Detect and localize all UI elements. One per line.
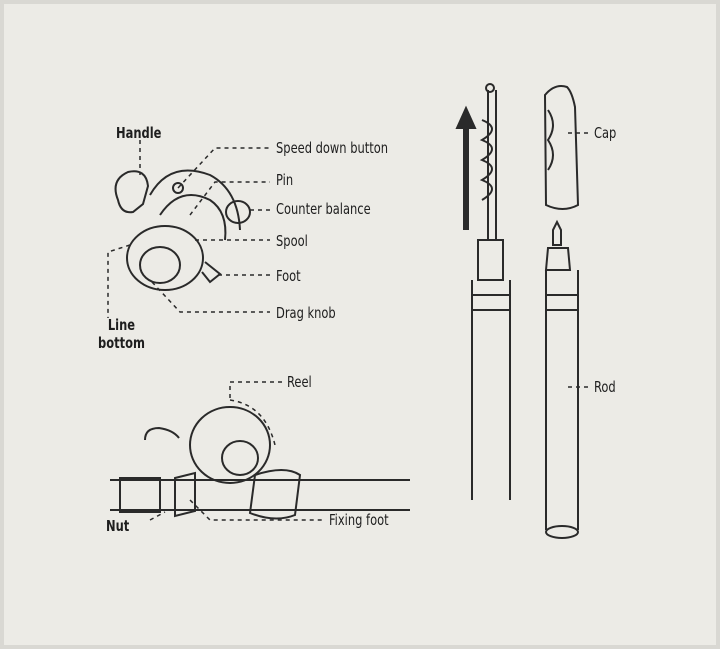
label-speed-down-button: Speed down button	[276, 139, 389, 157]
label-rod: Rod	[594, 378, 616, 396]
label-nut: Nut	[106, 517, 130, 535]
label-drag-knob: Drag knob	[276, 304, 336, 322]
rod-extended-drawing	[471, 83, 511, 500]
assembly-drawing	[110, 399, 410, 520]
label-line-bottom: Line bottom	[98, 316, 145, 352]
rod-collapsed-drawing	[544, 219, 579, 539]
label-counter-balance: Counter balance	[276, 200, 371, 218]
label-spool: Spool	[276, 232, 308, 250]
reel-drawing	[114, 169, 251, 291]
extend-arrow	[455, 105, 477, 230]
label-fixing-foot: Fixing foot	[329, 511, 389, 529]
label-pin: Pin	[276, 171, 294, 189]
rod-leader-lines	[568, 132, 590, 388]
label-reel: Reel	[287, 373, 312, 391]
diagram-sheet	[4, 4, 716, 645]
cap-drawing	[543, 85, 580, 210]
reel-leader-lines	[107, 140, 325, 521]
label-handle: Handle	[116, 124, 162, 142]
label-foot: Foot	[276, 267, 301, 285]
label-cap: Cap	[594, 124, 617, 142]
